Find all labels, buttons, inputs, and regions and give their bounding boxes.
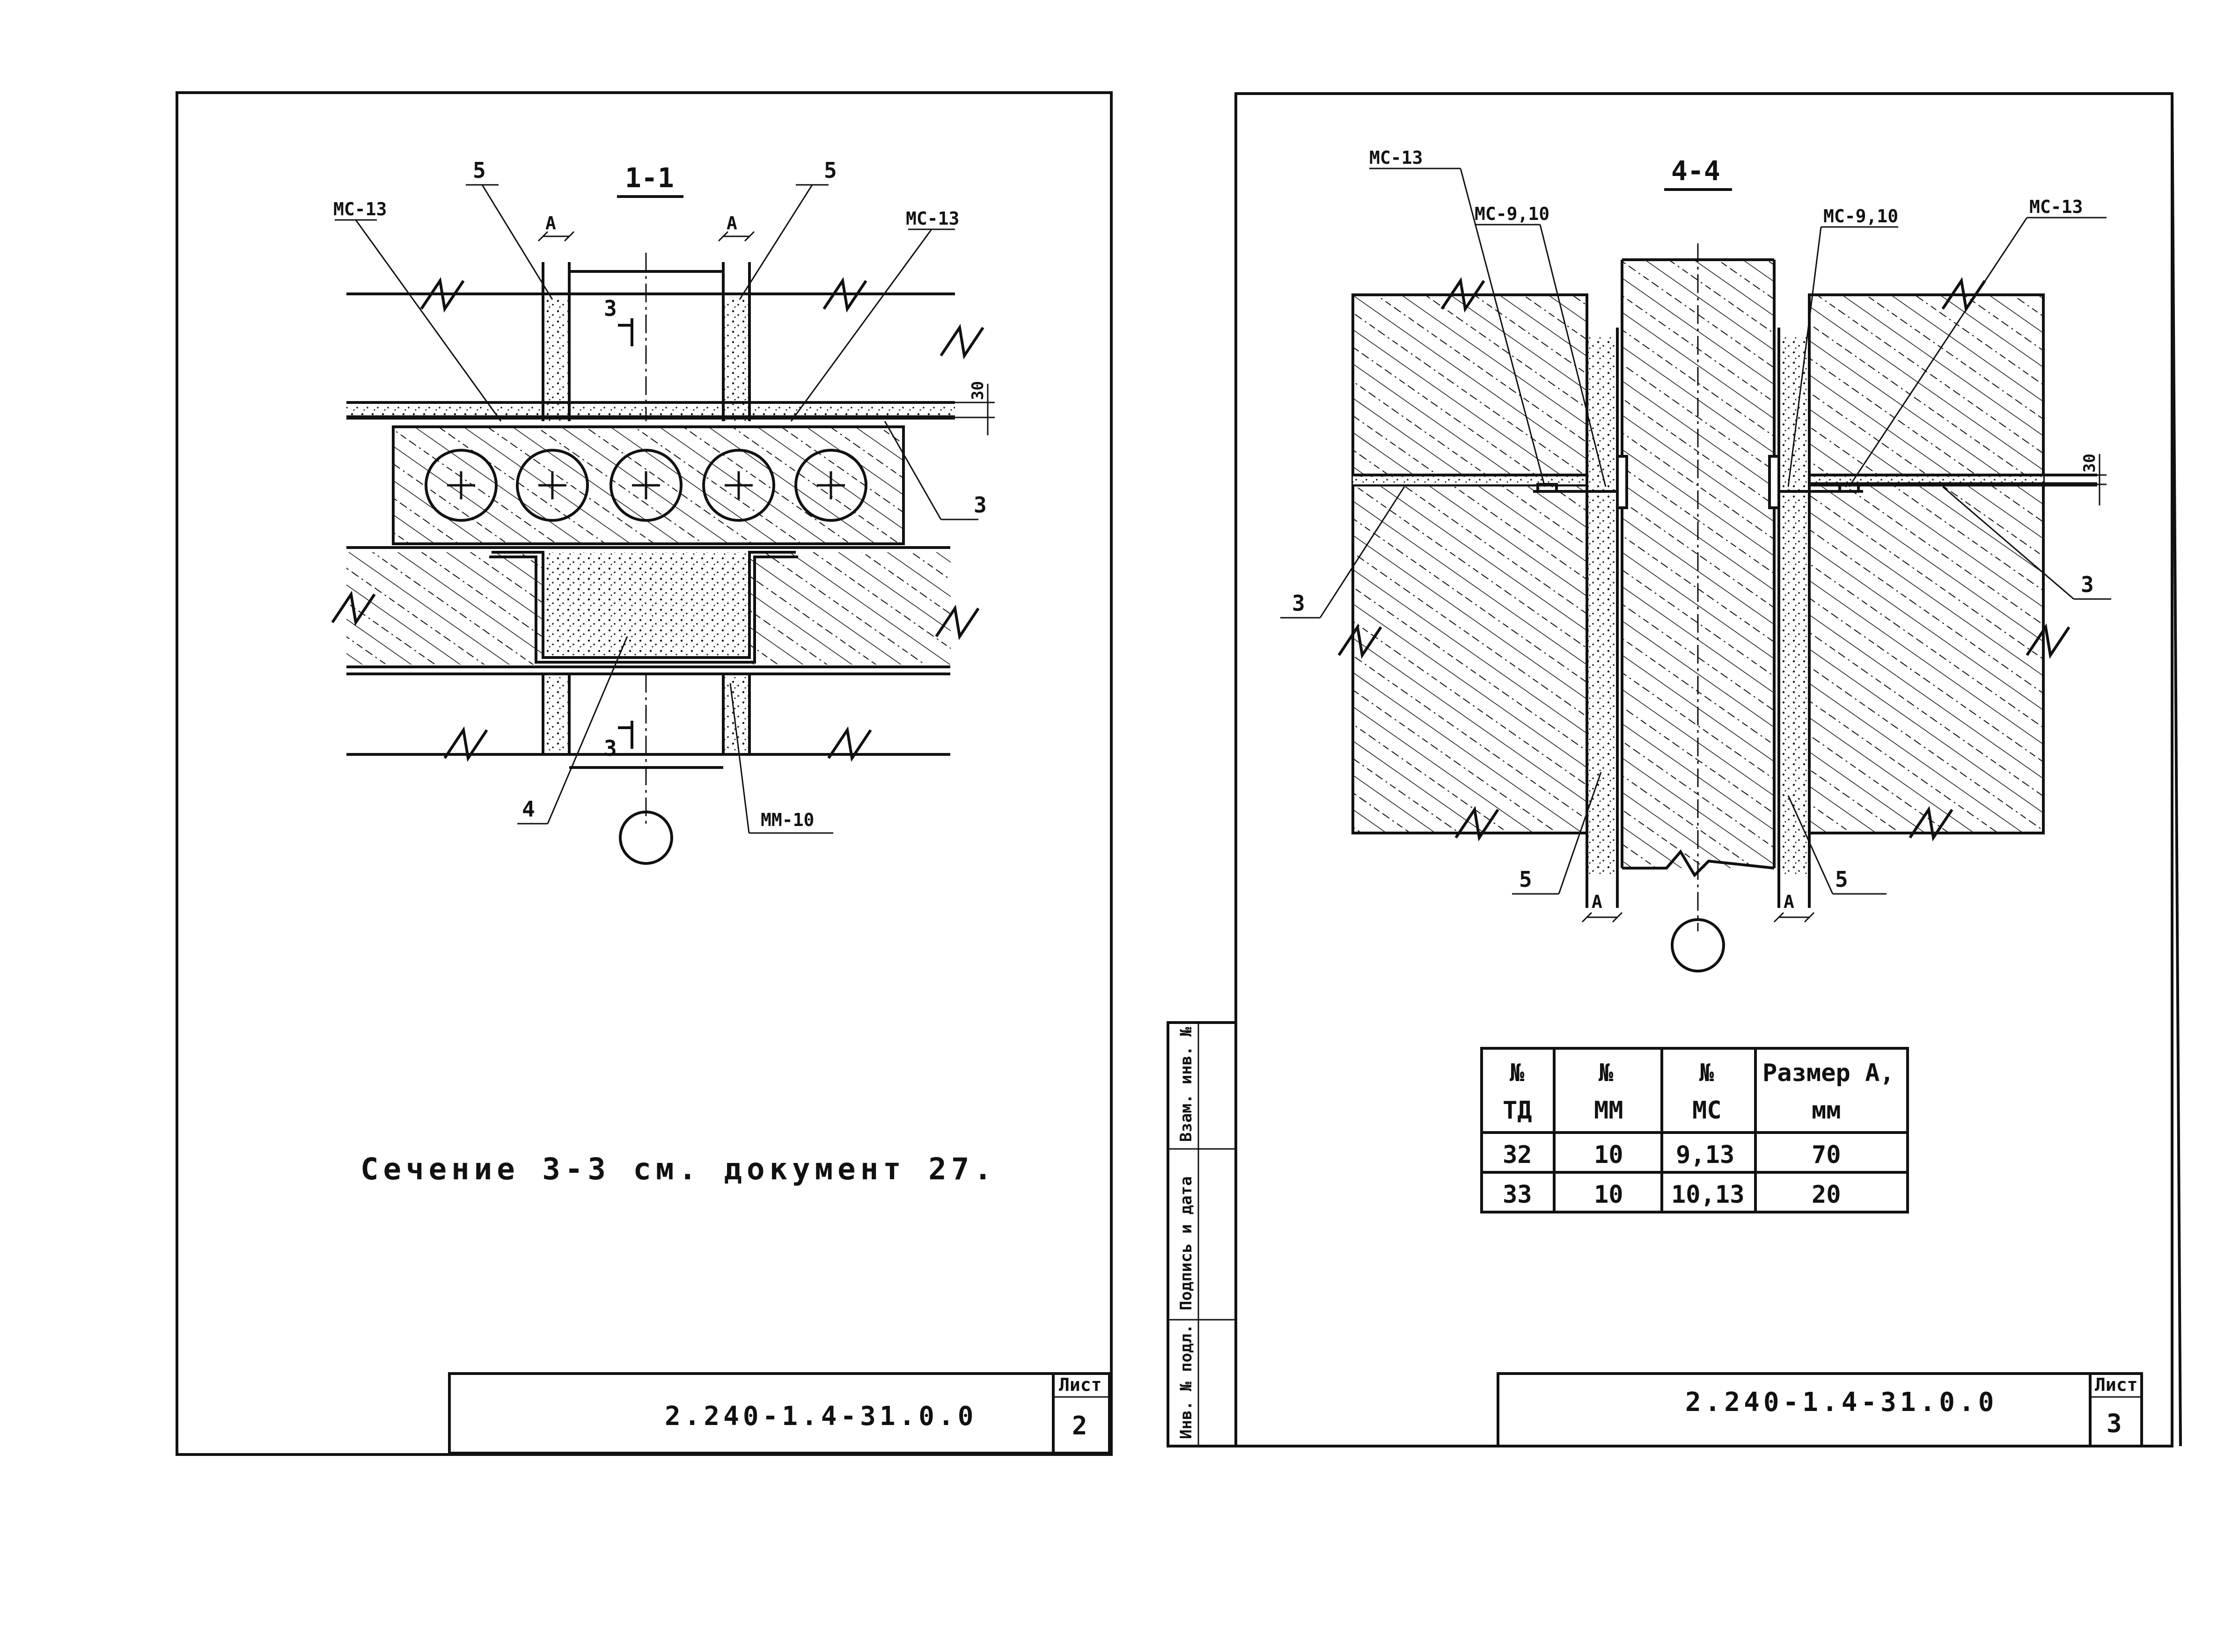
sheet-2: 1-1 bbox=[176, 91, 1113, 1456]
break-marks bbox=[331, 277, 984, 762]
title-block-sheet-2 bbox=[448, 1372, 1111, 1455]
slab-left bbox=[1351, 293, 1588, 834]
joint-right-4-4 bbox=[1777, 328, 1811, 908]
slab-right bbox=[1808, 293, 2097, 834]
table-row-1-td: 32 bbox=[1503, 1141, 1532, 1169]
section-4-4-title: 4-4 bbox=[1671, 155, 1720, 187]
table-row-2-mm: 10 bbox=[1594, 1181, 1623, 1209]
side-stamp-inv: Инв. № подл. bbox=[1177, 1324, 1196, 1439]
dimension-30-sheet-3 bbox=[2043, 454, 2107, 505]
table-row-1-size: 70 bbox=[1812, 1141, 1841, 1169]
label-mc13-left: МС-13 bbox=[333, 199, 387, 219]
table-row-1-mm: 10 bbox=[1594, 1141, 1623, 1169]
central-column-top bbox=[569, 253, 723, 421]
document-code-sheet-2: 2.240-1.4-31.0.0 bbox=[665, 1401, 977, 1432]
table-header-mc-1: № bbox=[1699, 1059, 1714, 1087]
joint-left-4-4 bbox=[1586, 328, 1619, 908]
axis-marker-4-4 bbox=[1671, 918, 1725, 972]
label-3-left-4-4: 3 bbox=[1292, 591, 1305, 616]
table-row-2-size: 20 bbox=[1812, 1181, 1841, 1209]
leaders-sheet-3 bbox=[1280, 168, 2111, 895]
dimension-a-sheet-2 bbox=[537, 231, 755, 242]
upper-slab bbox=[346, 292, 955, 420]
table-header-td-2: ТД bbox=[1503, 1096, 1532, 1125]
side-stamp bbox=[1167, 1021, 1237, 1447]
table-header-td-1: № bbox=[1510, 1059, 1525, 1087]
label-5-left-4-4: 5 bbox=[1519, 867, 1532, 892]
label-4: 4 bbox=[522, 797, 535, 822]
section-1-1-title: 1-1 bbox=[625, 162, 674, 194]
sheet-2-frame bbox=[176, 91, 1113, 1456]
anchor-plates bbox=[1533, 455, 1863, 509]
table-header-size-1: Размер А, bbox=[1762, 1059, 1894, 1087]
table-row-2-td: 33 bbox=[1503, 1181, 1532, 1209]
dim-30-sheet-3: 30 bbox=[2080, 453, 2099, 473]
sheet-number-3: 3 bbox=[2107, 1409, 2122, 1438]
dim-a-left: A bbox=[545, 213, 556, 234]
axis-marker bbox=[619, 811, 673, 865]
label-5-right-4-4: 5 bbox=[1835, 867, 1848, 892]
central-column-4-4 bbox=[1621, 243, 1776, 931]
dim-30-sheet-2: 30 bbox=[969, 381, 987, 400]
label-mc13-left-4-4: МС-13 bbox=[1369, 147, 1423, 168]
vertical-joint-left bbox=[542, 262, 571, 421]
table-header-mm-1: № bbox=[1599, 1059, 1614, 1087]
side-stamp-replace: Взам. инв. № bbox=[1177, 1027, 1196, 1142]
hollow-cores bbox=[425, 449, 867, 522]
vertical-joint-right bbox=[722, 262, 751, 421]
label-mc910-left: МС-9,10 bbox=[1475, 204, 1549, 224]
table-header-mm-2: ММ bbox=[1594, 1096, 1623, 1125]
table-row-1-mc: 9,13 bbox=[1676, 1141, 1734, 1169]
cut-mark-3-bottom: 3 bbox=[604, 736, 617, 761]
label-5-right: 5 bbox=[824, 158, 837, 183]
side-stamp-signature: Подпись и дата bbox=[1177, 1176, 1196, 1310]
leaders-sheet-2 bbox=[335, 184, 978, 834]
cut-mark-3-top: 3 bbox=[604, 296, 617, 321]
label-mc910-right: МС-9,10 bbox=[1823, 206, 1898, 227]
label-mc13-right: МС-13 bbox=[906, 208, 959, 229]
label-5-left: 5 bbox=[473, 158, 486, 183]
table-row-2-mc: 10,13 bbox=[1671, 1181, 1745, 1209]
sheet-3: Инв. № подл. Подпись и дата Взам. инв. №… bbox=[1167, 92, 2182, 1447]
sheet-number-2: 2 bbox=[1072, 1411, 1087, 1440]
dimension-30-sheet-2 bbox=[955, 384, 995, 435]
label-mc13-right-4-4: МС-13 bbox=[2029, 197, 2083, 217]
dimension-table bbox=[1480, 1047, 1909, 1213]
title-block-sheet-3 bbox=[1497, 1372, 2143, 1447]
sheet-3-edge bbox=[2171, 93, 2182, 1447]
dimension-a-sheet-3 bbox=[1581, 912, 1815, 923]
table-header-size-2: мм bbox=[1812, 1096, 1841, 1125]
document-code-sheet-3: 2.240-1.4-31.0.0 bbox=[1685, 1387, 1997, 1418]
sheet-label-2: Лист bbox=[1059, 1374, 1102, 1395]
lower-beam bbox=[346, 546, 951, 675]
dim-a-right: A bbox=[727, 213, 737, 234]
cut-marks-3 bbox=[618, 318, 633, 749]
label-mm10: ММ-10 bbox=[761, 810, 814, 830]
section-note: Сечение 3-3 см. документ 27. bbox=[360, 1152, 997, 1187]
label-3: 3 bbox=[974, 492, 987, 518]
sheet-label-3: Лист bbox=[2095, 1374, 2138, 1395]
table-header-mc-2: МС bbox=[1692, 1096, 1722, 1125]
label-3-right-4-4: 3 bbox=[2081, 572, 2094, 597]
dim-a-left-4-4: A bbox=[1592, 892, 1602, 912]
dim-a-right-4-4: A bbox=[1784, 892, 1794, 912]
